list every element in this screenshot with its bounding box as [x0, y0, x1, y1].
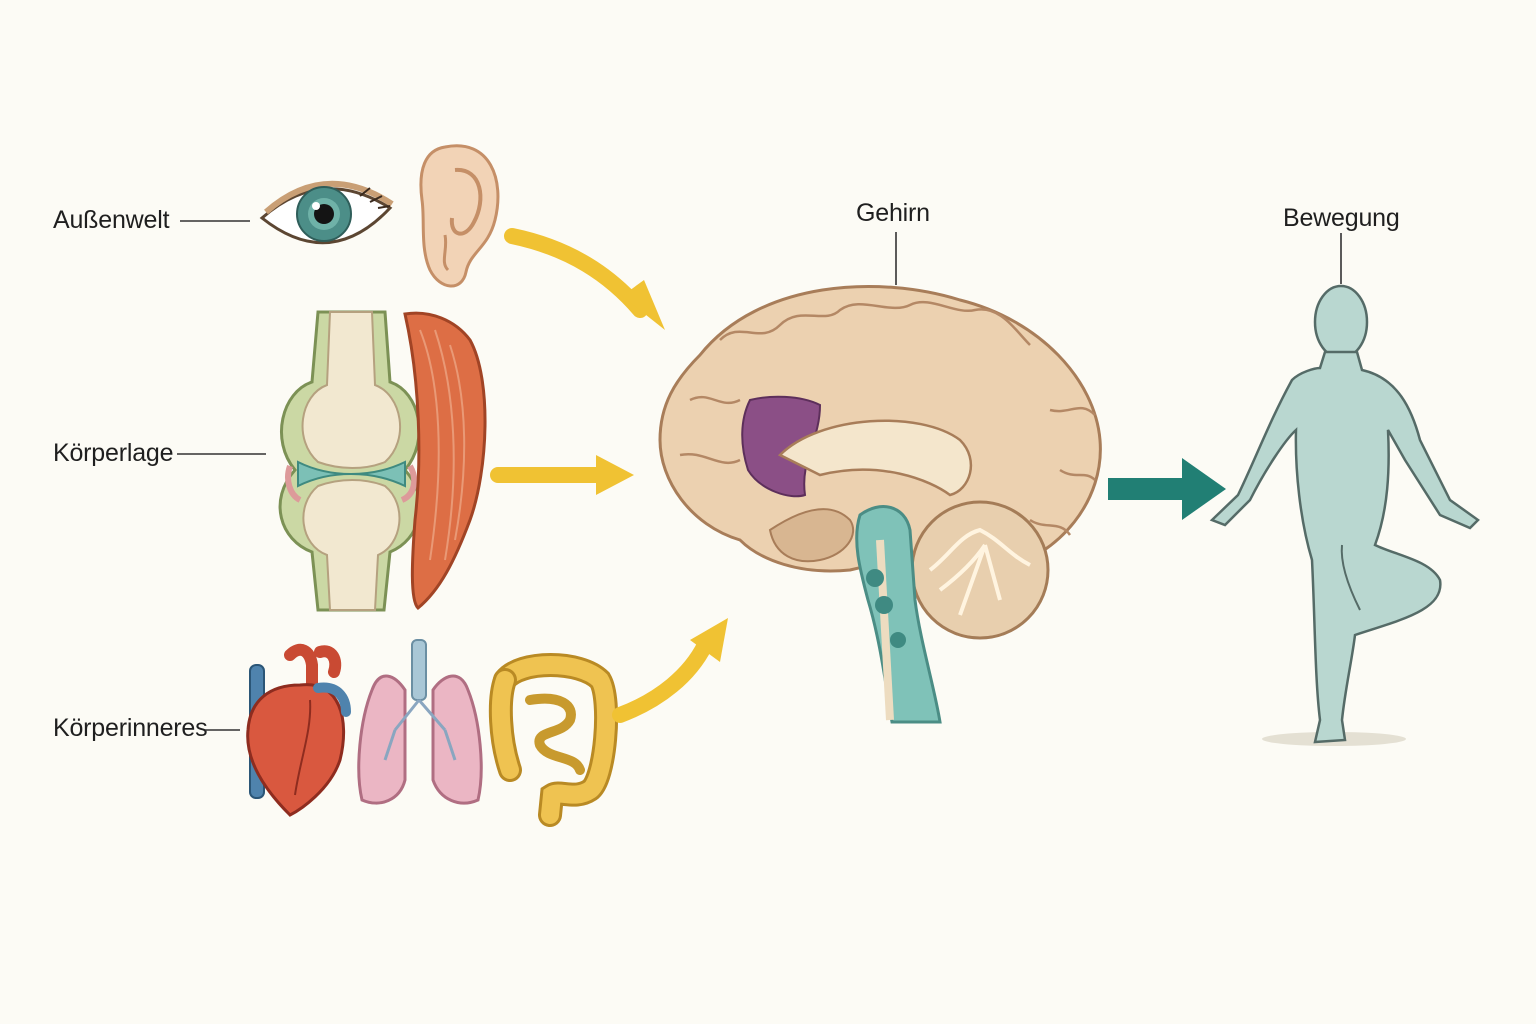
knee-joint-icon — [278, 310, 422, 612]
label-brain: Gehirn — [856, 199, 930, 227]
leader-lines — [177, 220, 1342, 731]
arrow-interior-to-brain — [612, 637, 713, 723]
label-body-interior: Körperinneres — [53, 714, 208, 742]
lungs-icon — [357, 639, 483, 805]
output-arrow — [1108, 458, 1226, 520]
arrow-external-to-brain — [504, 228, 648, 318]
intestine-icon — [488, 653, 619, 827]
ear-icon — [419, 144, 500, 288]
arrow-brain-to-movement — [1108, 478, 1190, 500]
human-figure-icon — [1209, 284, 1480, 746]
label-body-posture: Körperlage — [53, 439, 174, 467]
arrow-head-interior — [690, 618, 728, 662]
muscle-icon — [403, 311, 487, 611]
arrow-head-posture — [596, 455, 634, 495]
heart-icon — [246, 643, 351, 817]
label-external-world: Außenwelt — [53, 206, 170, 234]
label-movement: Bewegung — [1283, 204, 1400, 232]
brain-icon — [658, 284, 1102, 724]
arrow-head-output — [1182, 458, 1226, 520]
eye-icon — [259, 180, 394, 245]
arrow-head-external — [622, 280, 665, 330]
input-arrows — [490, 228, 728, 723]
